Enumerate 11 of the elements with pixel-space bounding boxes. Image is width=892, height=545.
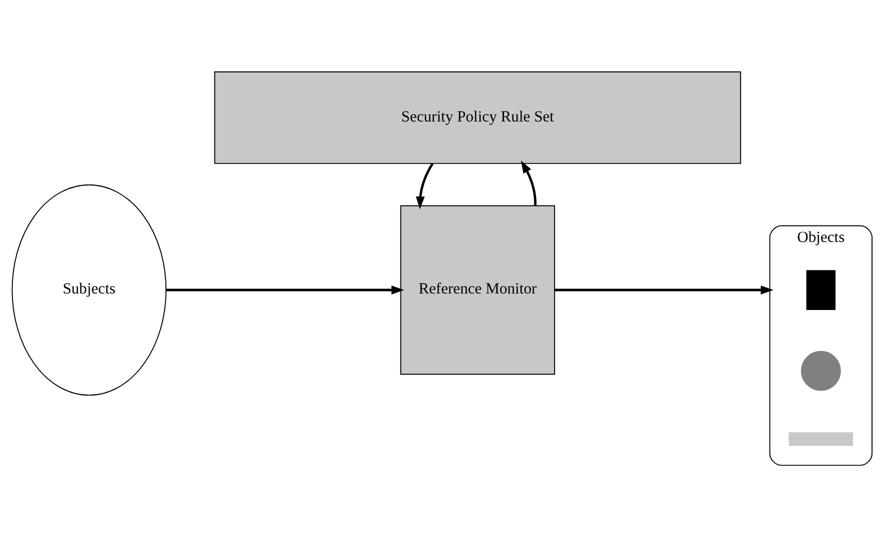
node-box: Reference Monitor [400,205,556,375]
arrow [416,163,434,210]
arrow [166,286,404,294]
node-box [806,270,836,310]
node-bar [788,432,854,446]
cluster: Objects [769,225,873,466]
arrow [554,286,774,294]
arrow [520,160,537,206]
node-circle [800,350,841,391]
node-ellipse: Subjects [12,184,167,396]
node-box: Security Policy Rule Set [214,71,742,164]
